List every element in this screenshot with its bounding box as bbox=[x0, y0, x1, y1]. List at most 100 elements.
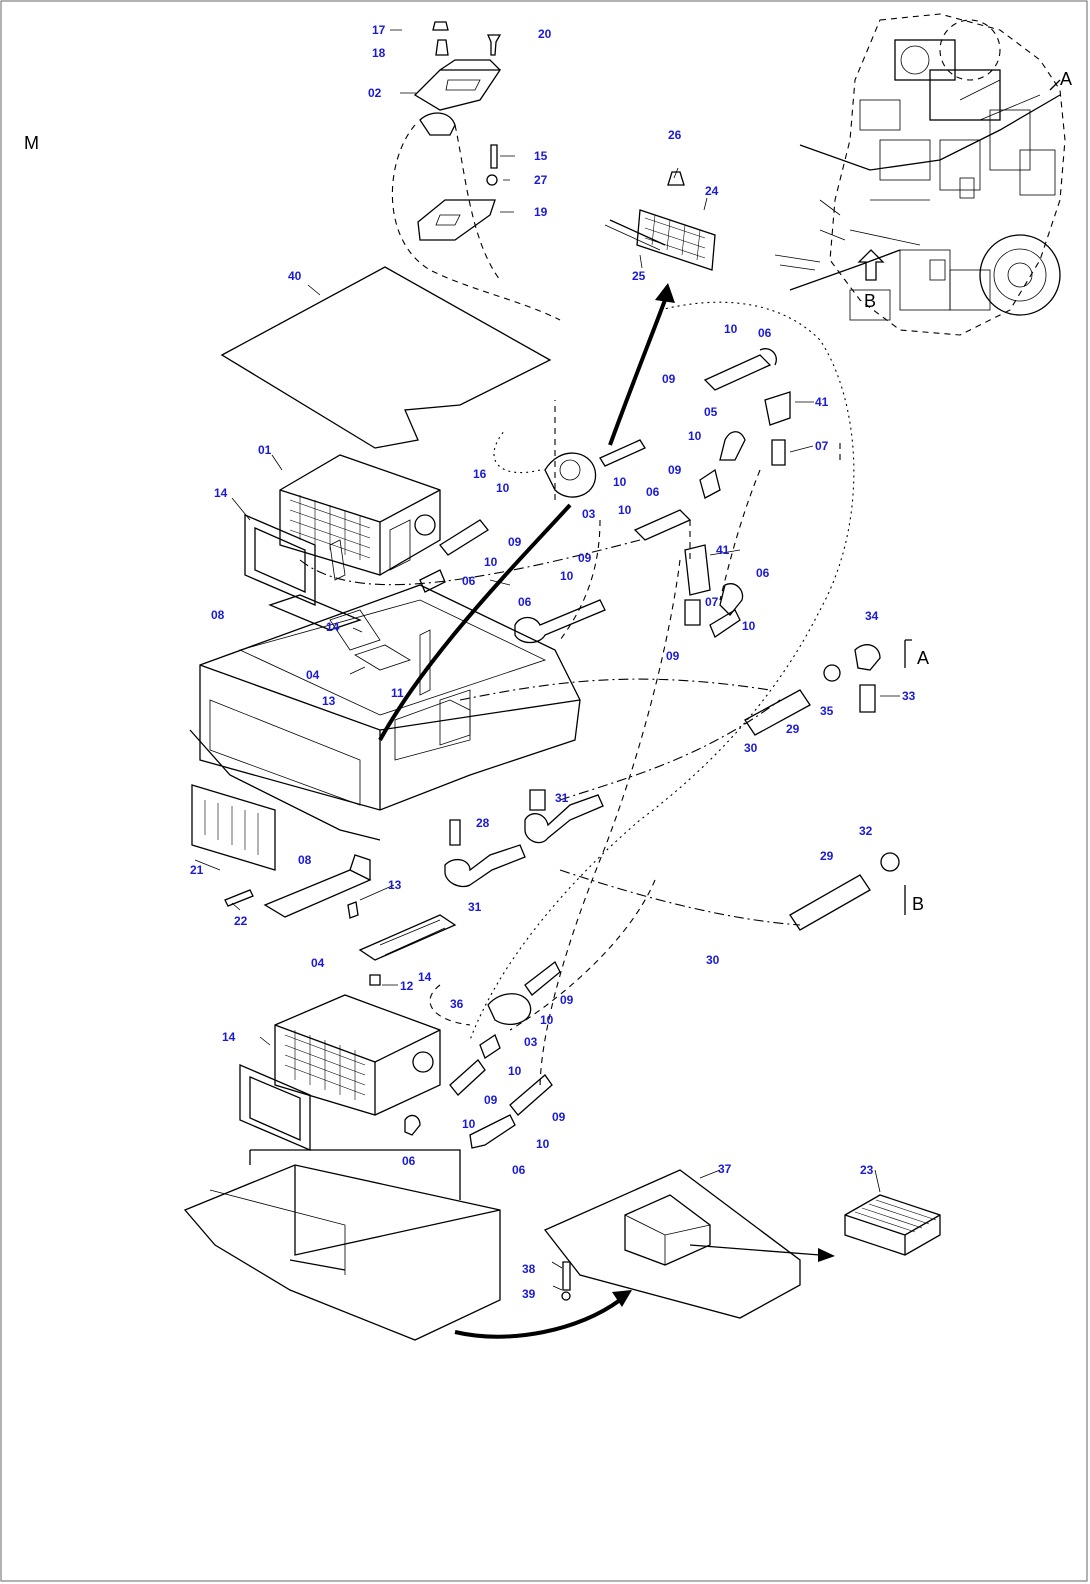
relay-board bbox=[604, 171, 716, 271]
callout-37: 37 bbox=[718, 1162, 732, 1176]
callout-20: 20 bbox=[538, 27, 552, 41]
callout-09: 09 bbox=[484, 1093, 498, 1107]
callout-06: 06 bbox=[462, 574, 476, 588]
arrow-head-relay bbox=[655, 283, 675, 303]
callout-31: 31 bbox=[555, 791, 569, 805]
callout-09: 09 bbox=[668, 463, 682, 477]
callout-41: 41 bbox=[716, 543, 730, 557]
engine-assembly: B A bbox=[774, 13, 1072, 336]
control-panel-parts bbox=[391, 21, 561, 321]
callout-07: 07 bbox=[815, 439, 829, 453]
callout-02: 02 bbox=[368, 86, 382, 100]
callout-06: 06 bbox=[518, 595, 532, 609]
callout-06: 06 bbox=[512, 1163, 526, 1177]
callout-09: 09 bbox=[578, 551, 592, 565]
callout-26: 26 bbox=[668, 128, 682, 142]
callout-09: 09 bbox=[662, 372, 676, 386]
callout-04: 04 bbox=[306, 668, 320, 682]
heater-unit-upper bbox=[244, 454, 441, 606]
detail-a-bracket bbox=[904, 639, 912, 668]
callout-10: 10 bbox=[724, 322, 738, 336]
heater-unit-lower bbox=[239, 994, 441, 1151]
callout-10: 10 bbox=[540, 1013, 554, 1027]
callout-14: 14 bbox=[214, 486, 228, 500]
callout-40: 40 bbox=[288, 269, 302, 283]
callout-33: 33 bbox=[902, 689, 916, 703]
callout-30: 30 bbox=[744, 741, 758, 755]
callout-10: 10 bbox=[496, 481, 510, 495]
callout-36: 36 bbox=[450, 997, 464, 1011]
callout-23: 23 bbox=[860, 1163, 874, 1177]
callout-05: 05 bbox=[704, 405, 718, 419]
callout-14: 14 bbox=[418, 970, 432, 984]
arrow-to-relay bbox=[608, 299, 667, 446]
callout-39: 39 bbox=[522, 1287, 536, 1301]
detail-a-label: A bbox=[917, 648, 929, 668]
callout-labels: 17 18 20 02 15 27 19 26 24 25 40 10 06 0… bbox=[190, 23, 916, 1301]
callout-41: 41 bbox=[815, 395, 829, 409]
callout-03: 03 bbox=[524, 1035, 538, 1049]
callout-29: 29 bbox=[820, 849, 834, 863]
detail-a-marker: A bbox=[1060, 69, 1072, 89]
callout-15: 15 bbox=[534, 149, 548, 163]
callout-13: 13 bbox=[388, 878, 402, 892]
callout-10: 10 bbox=[536, 1137, 550, 1151]
callout-11: 11 bbox=[391, 686, 404, 700]
callout-10: 10 bbox=[742, 619, 756, 633]
callout-10: 10 bbox=[484, 555, 498, 569]
callout-06: 06 bbox=[756, 566, 770, 580]
callout-14: 14 bbox=[222, 1030, 236, 1044]
callout-21: 21 bbox=[190, 863, 204, 877]
callout-09: 09 bbox=[666, 649, 680, 663]
cover-plate bbox=[220, 266, 552, 449]
callout-10: 10 bbox=[508, 1064, 522, 1078]
callout-19: 19 bbox=[534, 205, 548, 219]
callout-25: 25 bbox=[632, 269, 646, 283]
callout-09: 09 bbox=[552, 1110, 566, 1124]
callout-01: 01 bbox=[258, 443, 272, 457]
arrow-to-floor bbox=[454, 1298, 622, 1339]
callout-09: 09 bbox=[508, 535, 522, 549]
callout-09: 09 bbox=[560, 993, 574, 1007]
arrow-to-filter bbox=[689, 1244, 821, 1256]
callout-10: 10 bbox=[613, 475, 627, 489]
callout-03: 03 bbox=[582, 507, 596, 521]
callout-18: 18 bbox=[372, 46, 386, 60]
arrow-head-floor bbox=[612, 1290, 632, 1307]
callout-06: 06 bbox=[646, 485, 660, 499]
callout-08: 08 bbox=[298, 853, 312, 867]
callout-34: 34 bbox=[865, 609, 879, 623]
callout-14: 14 bbox=[326, 620, 340, 634]
callout-07: 07 bbox=[705, 595, 719, 609]
leader-lines bbox=[194, 29, 900, 1291]
callout-17: 17 bbox=[372, 23, 386, 37]
arrow-head-filter bbox=[818, 1248, 835, 1262]
callout-04: 04 bbox=[311, 956, 325, 970]
side-panel bbox=[191, 784, 276, 907]
callout-22: 22 bbox=[234, 914, 248, 928]
callout-08: 08 bbox=[211, 608, 225, 622]
detail-b-label: B bbox=[912, 894, 924, 914]
arrow-to-heater bbox=[378, 503, 572, 741]
floor-plate bbox=[543, 1169, 801, 1319]
detail-b-marker: B bbox=[864, 291, 876, 311]
callout-10: 10 bbox=[462, 1117, 476, 1131]
callout-12: 12 bbox=[400, 979, 414, 993]
callout-28: 28 bbox=[476, 816, 490, 830]
callout-27: 27 bbox=[534, 173, 548, 187]
callout-32: 32 bbox=[859, 824, 873, 838]
callout-38: 38 bbox=[522, 1262, 536, 1276]
callout-10: 10 bbox=[688, 429, 702, 443]
callout-16: 16 bbox=[473, 467, 487, 481]
lower-duct bbox=[263, 854, 457, 986]
callout-29: 29 bbox=[786, 722, 800, 736]
lower-base-case bbox=[183, 1149, 501, 1341]
callout-24: 24 bbox=[705, 184, 719, 198]
callout-13: 13 bbox=[322, 694, 336, 708]
main-case bbox=[189, 584, 581, 841]
hose-fittings bbox=[404, 348, 900, 1149]
callout-06: 06 bbox=[758, 326, 772, 340]
